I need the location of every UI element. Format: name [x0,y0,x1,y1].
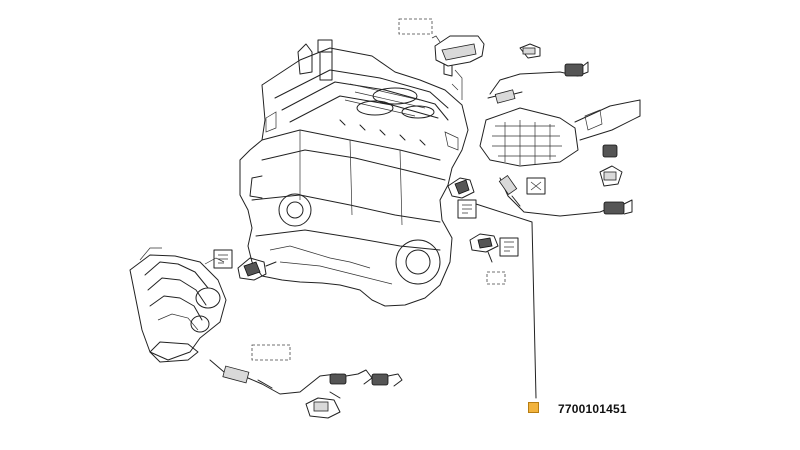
part-number-label[interactable]: 7700101451 [558,402,627,416]
coolant-temp-sensor [469,233,519,285]
engine-block [239,39,469,307]
reference-tag-icon[interactable] [528,402,539,413]
upper-o2-sensor-harness [487,43,623,187]
crank-sensor [213,249,277,281]
knock-sensor [447,177,477,219]
exhaust-manifold [129,247,227,363]
map-sensor [398,18,485,77]
leader-line [475,203,537,399]
lower-o2-sensor-harness [209,344,403,419]
downstream-o2-sensor [498,175,633,217]
exhaust-catalyst [479,99,641,167]
